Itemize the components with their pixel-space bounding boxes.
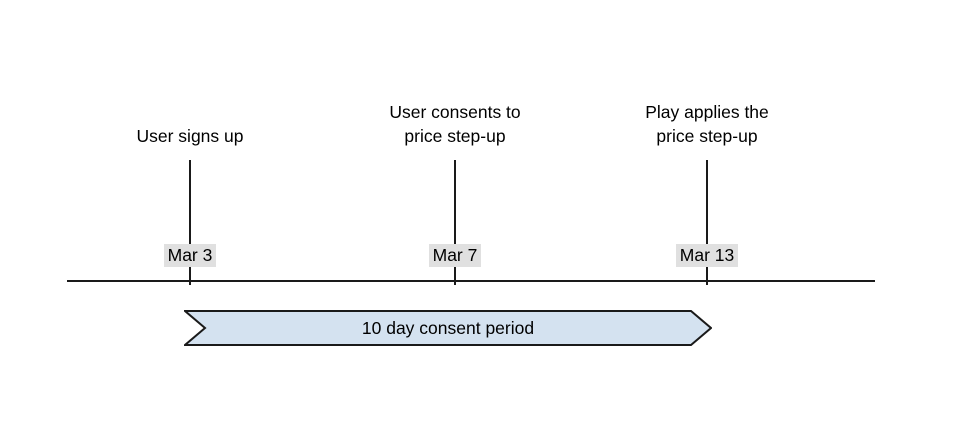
milestone-tick xyxy=(705,160,708,285)
milestone-date: Mar 13 xyxy=(577,243,837,267)
milestone-user-signs-up: User signs up Mar 3 xyxy=(60,0,320,290)
consent-period-banner: 10 day consent period xyxy=(184,310,712,346)
milestone-title: User signs up xyxy=(136,126,244,146)
milestone-tick xyxy=(188,160,191,285)
milestone-date: Mar 7 xyxy=(325,243,585,267)
milestone-play-applies: Play applies the price step-up Mar 13 xyxy=(577,0,837,290)
milestone-title: User consents to price step-up xyxy=(389,102,521,146)
milestone-user-consents: User consents to price step-up Mar 7 xyxy=(325,0,585,290)
milestone-date-label: Mar 13 xyxy=(675,244,739,267)
milestone-title: Play applies the price step-up xyxy=(645,102,769,146)
milestone-date: Mar 3 xyxy=(60,243,320,267)
milestone-date-label: Mar 3 xyxy=(163,244,217,267)
timeline-axis xyxy=(67,280,875,282)
chevron-arrow-icon xyxy=(184,310,712,346)
milestone-tick xyxy=(453,160,456,285)
milestone-date-label: Mar 7 xyxy=(428,244,482,267)
consent-period-label: 10 day consent period xyxy=(361,317,535,338)
